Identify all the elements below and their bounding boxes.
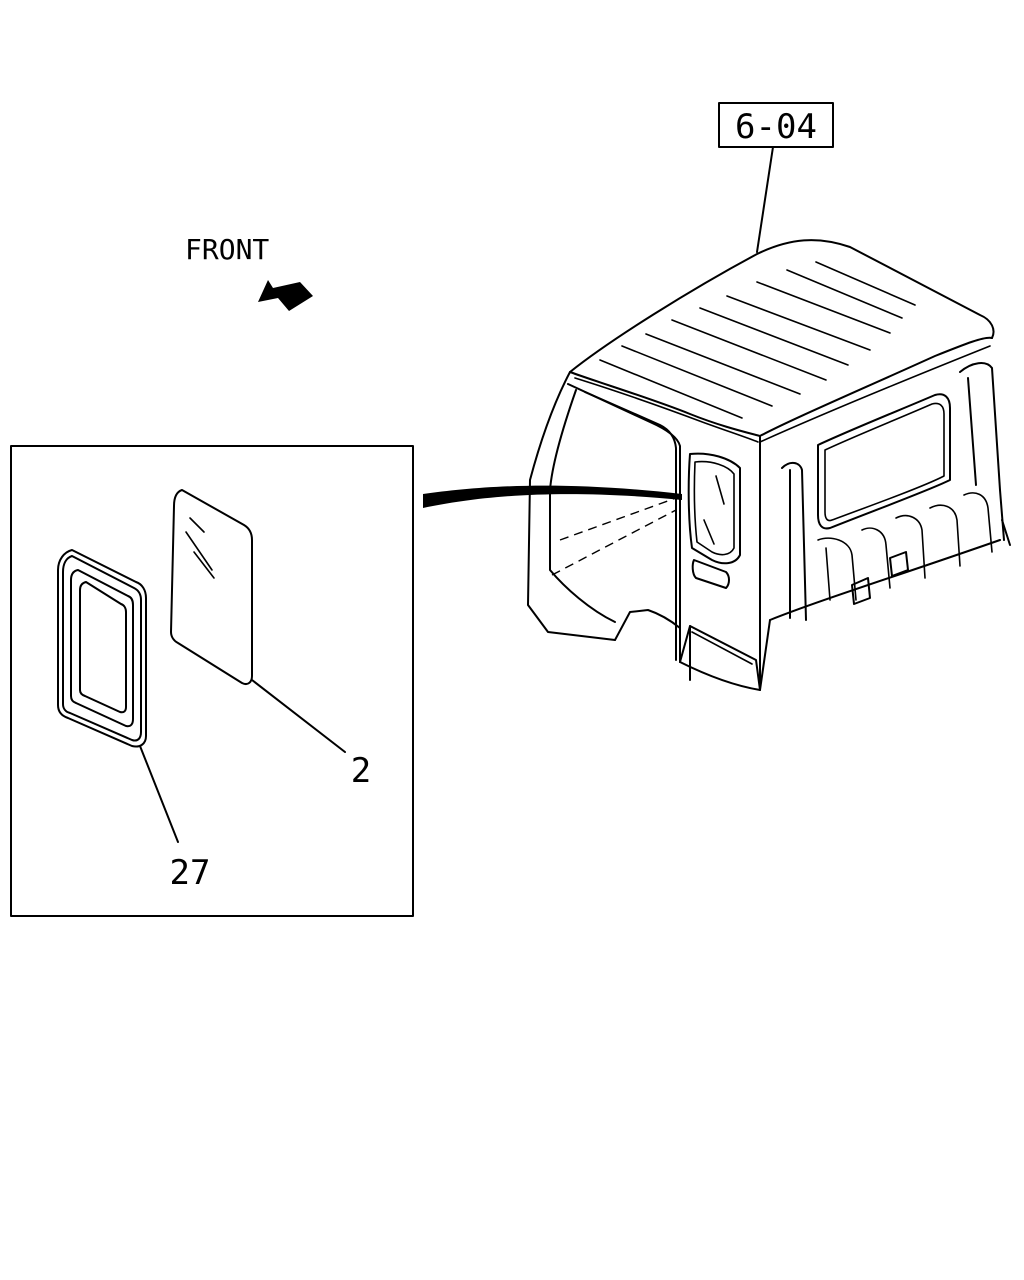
detail-inset-frame <box>10 445 414 917</box>
reference-leader-line <box>756 146 774 253</box>
reference-code: 6-04 <box>735 107 817 147</box>
callout-27: 27 <box>170 853 211 893</box>
front-label: FRONT <box>185 233 269 266</box>
inset-leader-line <box>423 485 682 508</box>
seal-leader-line <box>139 745 179 843</box>
cab-body <box>527 239 1011 691</box>
reference-box <box>718 102 834 148</box>
front-arrow-icon <box>258 280 313 311</box>
window-glass-part[interactable]: 2 <box>170 489 371 791</box>
callout-2: 2 <box>351 751 371 791</box>
glass-leader-line <box>251 679 346 753</box>
window-seal-part[interactable]: 27 <box>57 549 211 893</box>
reference-callout[interactable]: 6-04 <box>718 102 834 253</box>
